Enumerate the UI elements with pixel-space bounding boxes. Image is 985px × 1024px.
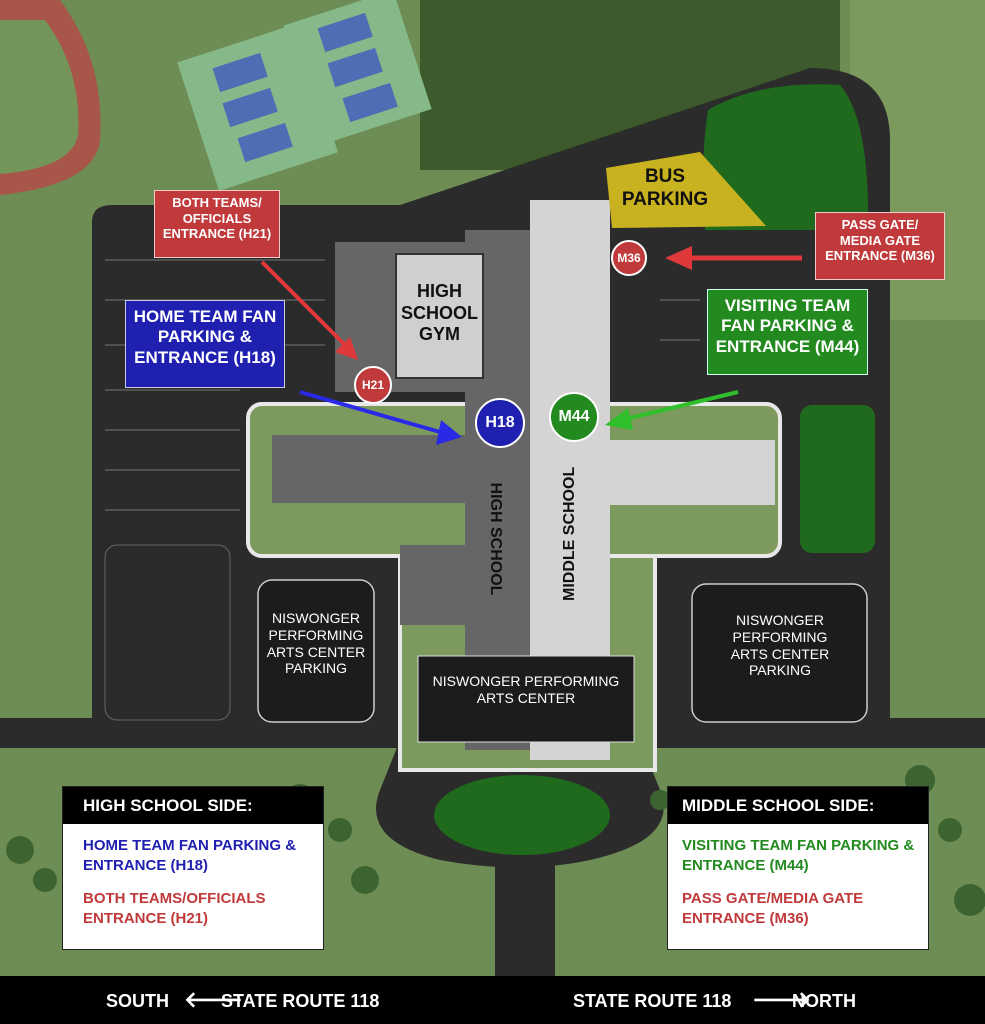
legend-ms-title: MIDDLE SCHOOL SIDE: xyxy=(668,787,928,824)
legend-hs-title: HIGH SCHOOL SIDE: xyxy=(63,787,323,824)
both-teams-callout: BOTH TEAMS/ OFFICIALS ENTRANCE (H21) xyxy=(154,190,280,258)
bus-parking-label: BUS PARKING xyxy=(621,166,709,210)
marker-h18[interactable]: H18 xyxy=(475,398,525,448)
route-right-label: STATE ROUTE 118 xyxy=(573,991,732,1011)
tennis-courts xyxy=(177,0,432,191)
green-field-north xyxy=(703,84,869,231)
pac-parking-left-label: NISWONGER PERFORMING ARTS CENTER PARKING xyxy=(266,610,366,677)
middle-school-label: MIDDLE SCHOOL xyxy=(561,466,578,601)
entrance-road xyxy=(495,860,555,980)
pac-parking-right xyxy=(691,583,868,723)
marker-m44[interactable]: M44 xyxy=(549,392,599,442)
marker-h21[interactable]: H21 xyxy=(354,366,392,404)
gym-label: HIGH SCHOOL GYM xyxy=(400,281,478,345)
footer-bar: SOUTH 🡐 STATE ROUTE 118 STATE ROUTE 118 … xyxy=(0,976,985,1024)
arrow-right-icon: 🡒 xyxy=(752,987,811,1012)
home-team-callout: HOME TEAM FAN PARKING & ENTRANCE (H18) xyxy=(125,300,285,388)
high-school-label: HIGH SCHOOL xyxy=(487,482,504,596)
legend-hs-officials: BOTH TEAMS/OFFICIALS ENTRANCE (H21) xyxy=(83,890,266,927)
arts-center-building xyxy=(417,655,635,743)
south-label: SOUTH xyxy=(106,991,169,1011)
direction-arrows xyxy=(260,246,802,445)
pac-parking-left xyxy=(257,579,375,723)
north-label: NORTH xyxy=(792,991,856,1011)
pass-gate-callout: PASS GATE/ MEDIA GATE ENTRANCE (M36) xyxy=(815,212,945,280)
legend-ms-visiting: VISITING TEAM FAN PARKING & ENTRANCE (M4… xyxy=(682,837,915,874)
legend-high-school: HIGH SCHOOL SIDE: HOME TEAM FAN PARKING … xyxy=(62,786,324,950)
legend-hs-home: HOME TEAM FAN PARKING & ENTRANCE (H18) xyxy=(83,837,297,874)
route-left-label: STATE ROUTE 118 xyxy=(221,991,380,1011)
arrow-left-icon: 🡐 xyxy=(184,987,243,1012)
arts-center-label: NISWONGER PERFORMING ARTS CENTER xyxy=(432,673,620,706)
roundabout-grass xyxy=(434,775,610,855)
bus-parking-area xyxy=(606,152,766,228)
gym-roof xyxy=(395,253,484,379)
legend-middle-school: MIDDLE SCHOOL SIDE: VISITING TEAM FAN PA… xyxy=(667,786,929,950)
pac-parking-right-label: NISWONGER PERFORMING ARTS CENTER PARKING xyxy=(730,612,830,679)
legend-ms-pass-gate: PASS GATE/MEDIA GATE ENTRANCE (M36) xyxy=(682,890,864,927)
marker-m36[interactable]: M36 xyxy=(611,240,647,276)
green-field-east xyxy=(800,405,875,553)
visiting-team-callout: VISITING TEAM FAN PARKING & ENTRANCE (M4… xyxy=(707,289,868,375)
